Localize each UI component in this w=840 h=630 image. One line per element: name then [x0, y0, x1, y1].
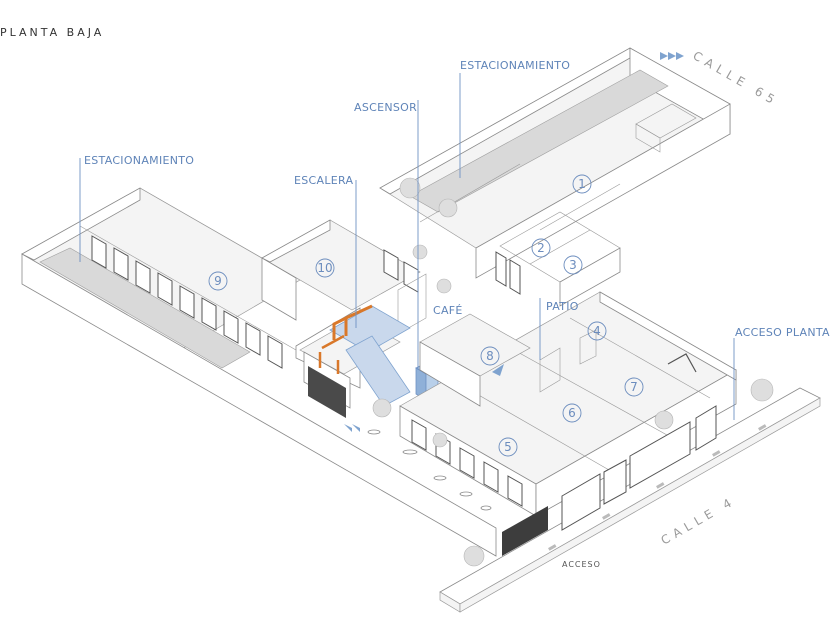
- label-cafe: CAFÉ: [433, 304, 463, 317]
- svg-text:3: 3: [569, 258, 577, 272]
- label-acceso: ACCESO: [562, 560, 601, 569]
- room-7-marker: 7: [624, 377, 644, 397]
- label-ascensor: ASCENSOR: [354, 101, 417, 114]
- room-3-marker: 3: [563, 255, 583, 275]
- label-estacionamiento-top: ESTACIONAMIENTO: [460, 59, 570, 72]
- svg-text:6: 6: [568, 406, 576, 420]
- main-block: [399, 291, 737, 556]
- room-9-marker: 9: [208, 271, 228, 291]
- upper-wing: [379, 47, 731, 307]
- svg-text:7: 7: [630, 380, 638, 394]
- room-9-windows: [91, 235, 283, 369]
- svg-text:2: 2: [537, 241, 545, 255]
- svg-text:9: 9: [214, 274, 222, 288]
- svg-text:4: 4: [593, 324, 601, 338]
- sheet-title: PLANTA BAJA: [0, 26, 104, 39]
- street-calle-4: CALLE 4: [659, 493, 739, 547]
- room-1-marker: 1: [572, 174, 592, 194]
- svg-text:1: 1: [578, 177, 586, 191]
- room-8-marker: 8: [480, 346, 500, 366]
- label-estacionamiento-left: ESTACIONAMIENTO: [84, 154, 194, 167]
- room-6-marker: 6: [562, 403, 582, 423]
- plaza-paving: [367, 429, 492, 511]
- svg-text:8: 8: [486, 349, 494, 363]
- circulation-core: [295, 304, 439, 418]
- room-4-marker: 4: [587, 321, 607, 341]
- access-arrows: [344, 52, 684, 432]
- svg-text:10: 10: [317, 261, 332, 275]
- room-2-marker: 2: [531, 238, 551, 258]
- trees: [372, 177, 774, 567]
- leader-lines: [79, 73, 735, 420]
- label-patio: PATIO: [546, 300, 579, 313]
- room-5-marker: 5: [498, 437, 518, 457]
- storefront-glazing: [561, 405, 717, 531]
- svg-text:5: 5: [504, 440, 512, 454]
- room-10-marker: 10: [315, 258, 335, 278]
- label-acceso-planta: ACCESO PLANTA: [735, 326, 830, 339]
- facade-grille: [308, 365, 346, 418]
- label-escalera: ESCALERA: [294, 174, 354, 187]
- room-10-block: [261, 219, 427, 335]
- room-markers: 1 2 3 4 5 6 7 8 9 10: [208, 174, 644, 457]
- stair: [318, 304, 411, 407]
